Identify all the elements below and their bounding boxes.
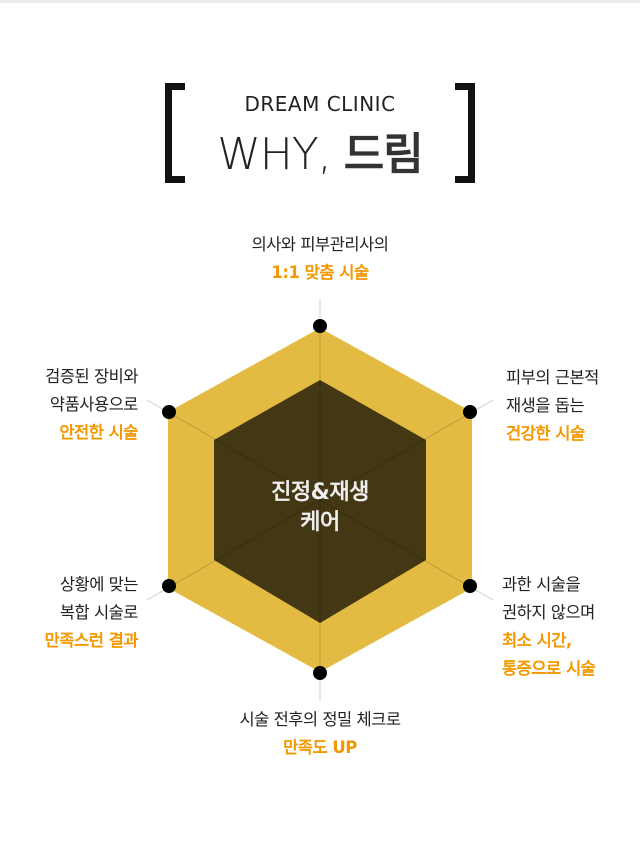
point-lower-right: 과한 시술을 권하지 않으며 최소 시간, 통증으로 시술 [502,571,596,683]
top-divider [0,0,640,3]
point-highlight: 최소 시간, [502,631,572,650]
dot-upper-right [463,405,477,419]
point-text: 재생을 돕는 [506,396,585,415]
point-highlight: 만족스런 결과 [44,631,139,650]
left-bracket [165,83,185,183]
point-bottom: 시술 전후의 정밀 체크로 만족도 UP [170,706,470,762]
point-text: 권하지 않으며 [502,603,595,622]
dot-lower-left [162,579,176,593]
dot-lower-right [463,579,477,593]
point-upper-right: 피부의 근본적 재생을 돕는 건강한 시술 [506,364,599,448]
point-highlight: 1:1 맞춤 시술 [271,263,369,282]
dot-bottom [313,666,327,680]
point-text: 과한 시술을 [502,575,581,594]
point-upper-left: 검증된 장비와 약품사용으로 안전한 시술 [45,363,138,447]
point-text: 검증된 장비와 [45,367,138,386]
point-text: 피부의 근본적 [506,368,599,387]
center-line-2: 케어 [300,510,340,535]
point-highlight: 건강한 시술 [506,424,585,443]
section-subtitle: DREAM CLINIC [244,92,396,116]
point-text: 상황에 맞는 [59,575,139,594]
point-text: 시술 전후의 정밀 체크로 [239,710,401,729]
point-text: 의사와 피부관리사의 [251,235,389,254]
point-highlight: 통증으로 시술 [502,659,596,678]
right-bracket [455,83,475,183]
point-text: 복합 시술로 [59,603,139,622]
inner-hexagon [214,380,426,623]
center-label: 진정&재생 케어 [220,478,420,538]
vertex-dots [162,319,477,680]
section-title: WHY, 드림 [0,118,640,182]
point-top: 의사와 피부관리사의 1:1 맞춤 시술 [170,231,470,287]
dot-upper-left [162,405,176,419]
point-highlight: 안전한 시술 [59,423,138,442]
point-highlight: 만족도 UP [283,738,357,757]
center-line-1: 진정&재생 [271,480,369,505]
point-text: 약품사용으로 [49,395,139,414]
dot-top [313,319,327,333]
title-ko: 드림 [343,129,424,180]
point-lower-left: 상황에 맞는 복합 시술로 만족스런 결과 [44,571,139,655]
title-en: WHY, [217,129,331,180]
inner-spokes [167,328,473,672]
